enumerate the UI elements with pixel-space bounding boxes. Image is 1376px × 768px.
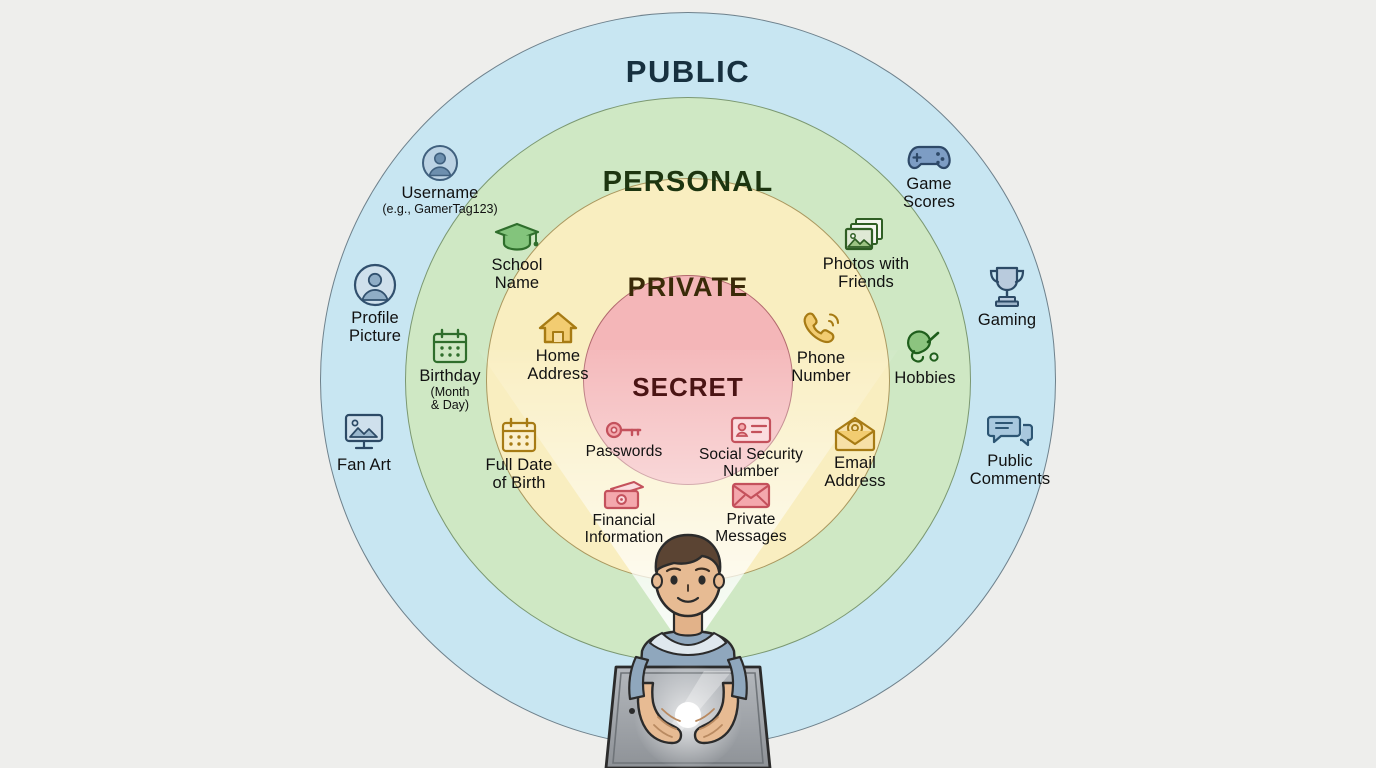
trophy-icon bbox=[989, 266, 1025, 307]
item-label-line2: Friends bbox=[838, 272, 894, 291]
item-label-line2: Picture bbox=[348, 326, 402, 345]
item-profile-picture[interactable]: Profile Picture bbox=[305, 262, 445, 346]
item-label-line1: Home bbox=[535, 347, 581, 365]
item-school-name[interactable]: School Name bbox=[447, 221, 587, 293]
item-email-address[interactable]: Email Address bbox=[785, 415, 925, 491]
banknote-icon bbox=[603, 481, 644, 510]
item-label-line1: Public bbox=[987, 452, 1033, 470]
item-label-line2: of Birth bbox=[492, 473, 546, 492]
id-card-icon bbox=[730, 416, 772, 444]
item-label-line1: Email bbox=[834, 454, 876, 472]
item-game-scores[interactable]: Game Scores bbox=[859, 140, 999, 212]
item-label-line1: Birthday bbox=[419, 367, 481, 385]
gamepad-icon bbox=[907, 145, 951, 170]
item-label-line1: Social Security bbox=[698, 446, 803, 463]
email-open-icon bbox=[834, 416, 876, 452]
item-social-security-number[interactable]: Social Security Number bbox=[671, 415, 831, 480]
item-label-line1: Phone bbox=[796, 349, 846, 367]
item-private-messages[interactable]: Private Messages bbox=[681, 481, 821, 545]
item-label-line2: Messages bbox=[715, 527, 787, 545]
item-label-line2: Address bbox=[824, 471, 886, 490]
item-label-line1: Fan Art bbox=[337, 456, 391, 474]
item-label-line2: Number bbox=[723, 462, 779, 480]
calendar-icon bbox=[501, 417, 537, 453]
item-hobbies[interactable]: Hobbies bbox=[855, 328, 995, 388]
item-label-line1: Game bbox=[906, 175, 952, 193]
item-label: Username bbox=[401, 184, 479, 202]
item-public-comments[interactable]: Public Comments bbox=[940, 411, 1080, 489]
item-label-line2: Comments bbox=[969, 469, 1051, 488]
paddle-icon bbox=[907, 330, 940, 363]
item-label-line2: Name bbox=[494, 273, 540, 292]
user-circle-icon bbox=[422, 145, 458, 181]
house-icon bbox=[538, 311, 578, 344]
child-with-tablet-illustration bbox=[604, 533, 772, 768]
item-label-line2: (Month bbox=[430, 384, 470, 399]
item-label-line2: Number bbox=[791, 366, 851, 385]
item-passwords[interactable]: Passwords bbox=[554, 418, 694, 461]
item-label-line1: Gaming bbox=[977, 311, 1037, 329]
monitor-picture-icon bbox=[344, 413, 384, 450]
graduation-cap-icon bbox=[494, 222, 540, 251]
item-label-line1: Private bbox=[726, 511, 776, 528]
item-username[interactable]: Username (e.g., GamerTag123) bbox=[370, 143, 510, 216]
item-label-line1: Full Date bbox=[485, 456, 553, 474]
item-label-line1: Profile bbox=[351, 309, 399, 327]
item-label-line3: & Day) bbox=[430, 398, 470, 413]
item-home-address[interactable]: Home Address bbox=[488, 310, 628, 384]
item-photos-with-friends[interactable]: Photos with Friends bbox=[796, 216, 936, 292]
item-label-line1: Hobbies bbox=[894, 369, 956, 387]
item-full-date-of-birth[interactable]: Full Date of Birth bbox=[449, 417, 589, 493]
speech-bubbles-icon bbox=[987, 415, 1033, 447]
item-gaming[interactable]: Gaming bbox=[937, 264, 1077, 330]
item-label-line1: Passwords bbox=[585, 443, 663, 460]
item-label-line1: School bbox=[491, 256, 543, 274]
item-financial-information[interactable]: Financial Information bbox=[554, 481, 694, 546]
item-label-line1: Photos with bbox=[822, 255, 910, 273]
avatar-icon bbox=[353, 263, 397, 307]
phone-icon bbox=[803, 312, 840, 344]
item-fan-art[interactable]: Fan Art bbox=[294, 411, 434, 475]
item-label-line2: Information bbox=[584, 528, 664, 546]
item-label-line1: Financial bbox=[592, 512, 656, 529]
item-label-line2: Address bbox=[527, 364, 589, 383]
item-label-line2: Scores bbox=[903, 192, 955, 211]
envelope-icon bbox=[731, 482, 771, 509]
item-birthday[interactable]: Birthday (Month & Day) bbox=[380, 328, 520, 413]
key-icon bbox=[605, 421, 642, 439]
item-phone-number[interactable]: Phone Number bbox=[751, 308, 891, 386]
item-sublabel: (e.g., GamerTag123) bbox=[382, 201, 498, 216]
calendar-icon bbox=[432, 328, 468, 364]
photo-stack-icon bbox=[844, 218, 883, 251]
